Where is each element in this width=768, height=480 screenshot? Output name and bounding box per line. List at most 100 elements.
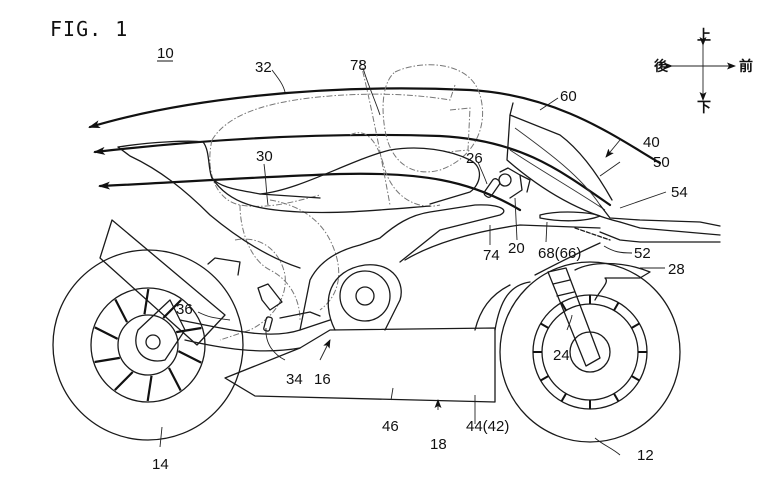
pivot-housing — [327, 264, 402, 331]
front-disc-slot — [540, 375, 549, 382]
front-disc-slot — [613, 302, 620, 311]
front-cowl — [506, 102, 721, 276]
label-24: 24 — [553, 347, 570, 364]
leader-60 — [539, 97, 559, 111]
front-disc-slot — [560, 302, 567, 311]
direction-rear: 後 — [654, 58, 669, 75]
figure-title: FIG. 1 — [50, 17, 128, 41]
cowl-lower-edge — [534, 242, 601, 276]
leader-52 — [603, 245, 633, 254]
rear-spoke — [114, 371, 134, 391]
front-disc-slot — [560, 393, 567, 402]
leader-36 — [197, 311, 231, 321]
direction-up: 上 — [697, 28, 711, 44]
rear-spoke — [114, 298, 129, 323]
fuel-tank-outline — [259, 147, 481, 205]
direction-indicator: 上 下 後 前 — [654, 28, 753, 116]
grip-26 — [483, 178, 501, 198]
tail-section — [117, 140, 481, 269]
screen-base — [506, 114, 621, 223]
rear-rim — [90, 287, 206, 403]
label-52: 52 — [634, 245, 651, 262]
rider-helmet-phantom — [382, 64, 484, 173]
label-44-42: 44(42) — [466, 418, 509, 435]
front-disc-slots — [533, 295, 647, 409]
rear-spoke — [143, 288, 150, 315]
rider-seat-phantom — [209, 139, 321, 207]
muffler-bracket — [207, 257, 241, 276]
front-nose-middle — [619, 221, 721, 236]
swingarm-upper — [179, 319, 331, 335]
label-28: 28 — [668, 261, 685, 278]
rear-spoke — [162, 299, 182, 319]
hidden-edge-52 — [574, 227, 611, 241]
label-32: 32 — [255, 59, 272, 76]
front-fender-28 — [574, 262, 651, 301]
label-30: 30 — [256, 148, 273, 165]
label-26: 26 — [466, 150, 483, 167]
airflow-lines — [88, 87, 662, 212]
airflow-arrow-upper — [88, 87, 662, 165]
front-tire — [499, 261, 681, 443]
windscreen-60 — [509, 102, 613, 201]
leader-14 — [159, 426, 163, 448]
steering-head — [499, 167, 523, 199]
duct-68 — [539, 211, 601, 222]
front-fork-24 — [547, 267, 601, 367]
label-50: 50 — [653, 154, 670, 171]
label-40: 40 — [643, 134, 660, 151]
tail-upper-cowl — [117, 140, 321, 199]
leader-46 — [390, 387, 394, 401]
leader-54 — [619, 191, 667, 209]
front-hub — [569, 331, 611, 373]
lower-cowl-18 — [224, 281, 531, 403]
steering-20 — [483, 167, 531, 199]
front-disc-slot — [613, 393, 620, 402]
swingarm-end — [135, 299, 186, 362]
front-disc-slot — [540, 322, 549, 329]
leader-24 — [566, 314, 573, 331]
footpeg-bracket — [257, 283, 283, 311]
footpeg — [279, 311, 321, 319]
swingarm-lower — [184, 339, 301, 352]
leader-12 — [594, 437, 621, 456]
label-36: 36 — [176, 301, 193, 318]
tail-lower-line — [117, 146, 301, 269]
rear-spoke — [167, 367, 182, 392]
rider-thigh-phantom — [269, 199, 340, 311]
rear-wheel-14 — [52, 249, 331, 441]
leader-40 — [605, 139, 621, 158]
label-14: 14 — [152, 456, 169, 473]
rider-phantom-outline — [209, 59, 484, 341]
rider-line-phantom — [359, 59, 391, 206]
seat-line — [211, 177, 431, 214]
rider-knee-phantom — [219, 238, 286, 341]
label-20: 20 — [508, 240, 525, 257]
fork-clamp-b — [556, 291, 575, 297]
label-60: 60 — [560, 88, 577, 105]
rear-spoke — [177, 350, 202, 364]
leader-20 — [514, 197, 518, 241]
leader-50 — [599, 161, 621, 177]
side-cowl-line — [474, 284, 511, 331]
direction-front: 前 — [739, 58, 753, 75]
bar-clamp — [498, 173, 512, 187]
rear-axle — [145, 334, 161, 350]
leader-26 — [477, 161, 488, 185]
muffler-36 — [99, 219, 241, 346]
cowl-inner-line-a — [514, 127, 601, 206]
label-18: 18 — [430, 436, 447, 453]
reference-labels: 32 78 60 30 26 40 50 54 74 20 68(66) 52 … — [152, 57, 688, 473]
footpeg-pin-34 — [263, 316, 273, 332]
leader-30 — [263, 163, 269, 206]
airflow-arrow-middle — [93, 133, 612, 207]
lower-cowl-outline — [224, 327, 496, 403]
rear-hub — [117, 314, 179, 376]
fork-clamp-a — [552, 279, 571, 285]
leader-68 — [545, 221, 548, 243]
pivot-outer — [339, 270, 391, 322]
label-78: 78 — [350, 57, 367, 74]
front-disc-outer — [532, 294, 648, 410]
leader-34 — [265, 327, 286, 361]
